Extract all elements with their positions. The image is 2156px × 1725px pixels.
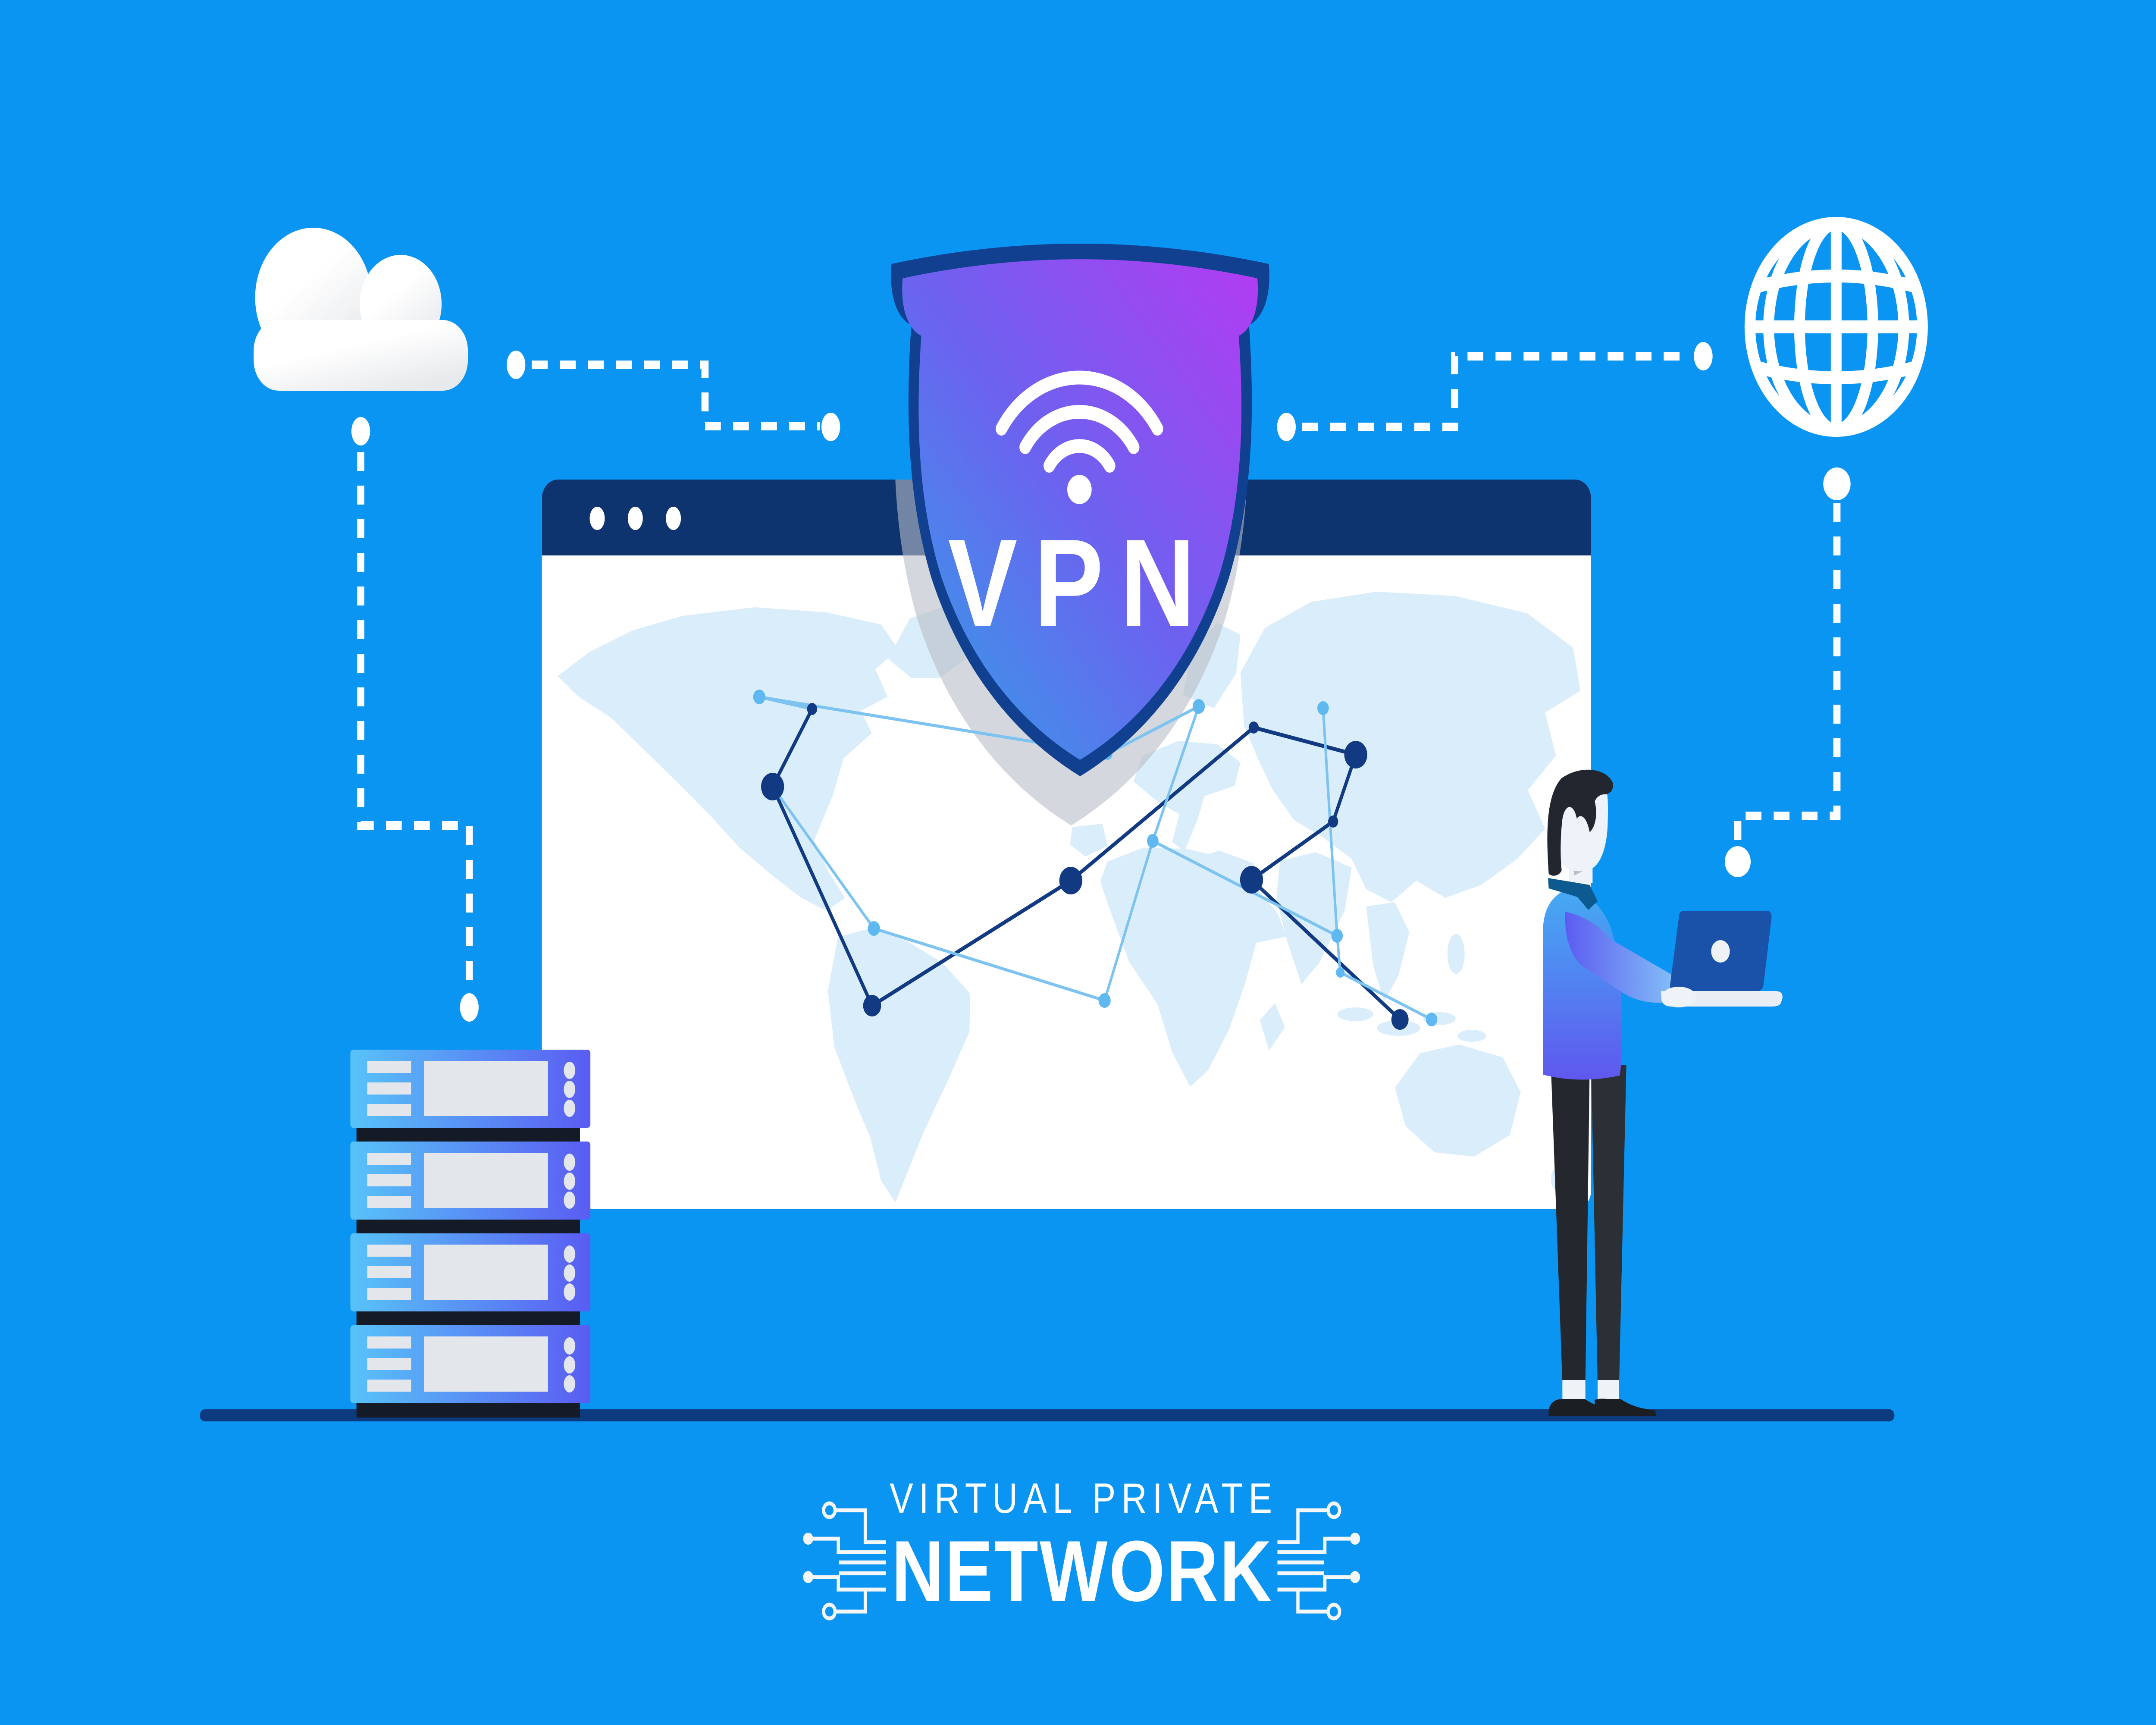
window-controls [589,507,681,530]
person-front-shoe [1595,1399,1657,1416]
network-node [1331,929,1343,943]
network-node [807,703,817,715]
laptop-icon [1661,911,1783,1007]
server-unit [350,1325,591,1418]
network-node [1336,967,1345,978]
connector-cloud-to-servers [357,452,473,992]
network-node [1248,721,1259,734]
network-node [1059,867,1082,894]
laptop-logo-dot [1711,940,1730,963]
wordmark: VIRTUAL PRIVATE NETWORK [803,1475,1360,1619]
network-edge [1253,725,1356,757]
connector-shield-to-globe [1302,352,1688,431]
network-node [761,773,784,800]
person-front-leg [1591,1065,1626,1383]
person-arm [1565,912,1679,1003]
connector-cloud-to-shield [532,361,820,430]
network-edge [1070,726,1255,882]
person-hand [1661,987,1696,1007]
network-edge [871,879,1072,1007]
network-node [1192,699,1205,714]
network-edge [1250,820,1334,881]
network-node [1344,741,1367,768]
person-hair [1547,769,1613,876]
window-control-dot[interactable] [589,507,605,530]
network-node [868,921,880,936]
map-network-nodes [753,690,1438,1030]
dashed-connectors [351,342,1851,1022]
network-node [1240,866,1263,894]
network-edge [1107,705,1200,756]
network-edge [771,708,814,788]
network-node [1098,993,1111,1008]
wordmark-line2: NETWORK [892,1523,1273,1620]
server-unit [350,1050,591,1142]
vpn-label: VPN [948,513,1212,653]
server-unit [350,1233,591,1326]
network-edge [771,785,874,1007]
person-collar [1548,878,1598,910]
person-figure [1543,769,1783,1416]
network-edge [1340,971,1432,1021]
network-node [1317,701,1329,715]
wordmark-line1: VIRTUAL PRIVATE [890,1475,1278,1522]
connector-endpoint-dots [351,342,1851,1022]
wifi-icon [996,370,1163,504]
person-back-leg [1551,1065,1590,1383]
shield-icon: VPN [891,244,1269,776]
network-node [863,995,881,1016]
network-node [1426,1013,1438,1026]
cloud-icon [254,228,468,391]
network-edge [873,927,1105,1002]
network-edge [1151,706,1200,842]
map-network [753,690,1438,1030]
server-unit [350,1142,591,1234]
network-node [1328,815,1338,828]
window-control-dot[interactable] [627,507,643,530]
globe-icon [1744,217,1928,437]
window-control-dot[interactable] [666,507,681,530]
network-edge [1103,840,1154,1001]
connector-globe-to-laptop [1734,503,1841,844]
ground-line [200,1409,1895,1421]
server-stack [350,1050,591,1418]
network-edge [771,785,875,930]
network-node [753,690,765,704]
network-node [1391,1009,1409,1030]
network-node [1147,834,1159,848]
